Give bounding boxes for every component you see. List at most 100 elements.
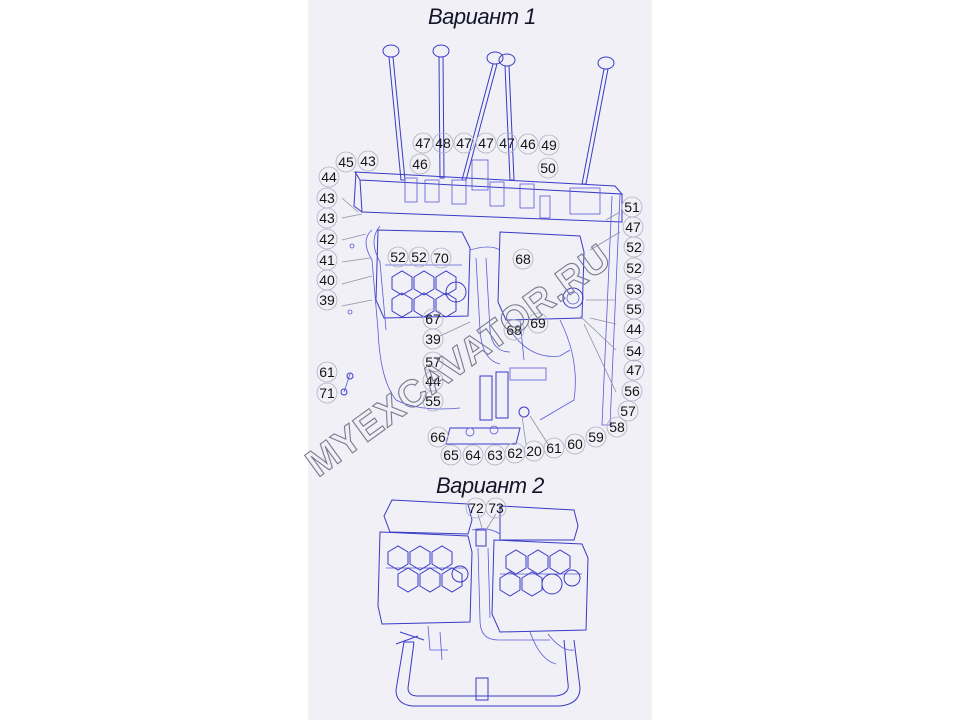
callout-c53: 72: [465, 497, 487, 519]
hex-ports-left: [391, 270, 457, 318]
callout-number: 46: [520, 136, 536, 152]
callout-circle: [422, 328, 444, 350]
callout-number: 63: [487, 447, 503, 463]
callout-circle: [316, 289, 338, 311]
callout-c4: 47: [475, 132, 497, 154]
callout-c42: 61: [316, 361, 338, 383]
callout-c6: 46: [517, 133, 539, 155]
callout-circle: [422, 390, 444, 412]
callout-number: 67: [425, 311, 441, 327]
callout-c18: 39: [316, 289, 338, 311]
callout-number: 65: [443, 447, 459, 463]
callout-c44: 66: [427, 426, 449, 448]
callout-c11: 43: [357, 150, 379, 172]
callout-circle: [485, 497, 507, 519]
callout-c17: 40: [316, 269, 338, 291]
callout-c34: 58: [606, 416, 628, 438]
callout-c49: 20: [523, 440, 545, 462]
callout-c7: 49: [538, 134, 560, 156]
callout-number: 50: [540, 160, 556, 176]
callout-circle: [621, 380, 643, 402]
hose-lines-v2: [395, 513, 581, 707]
callout-c39: 57: [422, 351, 444, 373]
callout-number: 68: [515, 251, 531, 267]
callout-c16: 41: [316, 249, 338, 271]
callout-circle: [623, 359, 645, 381]
callout-circle: [543, 437, 565, 459]
callout-number: 71: [319, 385, 335, 401]
callout-c2: 48: [432, 132, 454, 154]
callout-circle: [585, 426, 607, 448]
callout-c37: 68: [503, 319, 525, 341]
callout-number: 45: [338, 154, 354, 170]
callout-number: 61: [546, 440, 562, 456]
callout-circle: [538, 134, 560, 156]
variant-2-title: Вариант 2: [436, 473, 544, 498]
callout-c25: 52: [623, 236, 645, 258]
callout-circle: [496, 132, 518, 154]
callout-c54: 73: [485, 497, 507, 519]
callout-c27: 53: [623, 278, 645, 300]
callout-c15: 42: [316, 228, 338, 250]
callout-number: 57: [425, 354, 441, 370]
callout-number: 20: [526, 443, 542, 459]
callout-number: 56: [624, 383, 640, 399]
callout-c20: 52: [408, 246, 430, 268]
callout-c22: 68: [512, 248, 534, 270]
callout-c52: 59: [585, 426, 607, 448]
callout-number: 47: [626, 362, 642, 378]
callout-circle: [316, 361, 338, 383]
callout-c5: 47: [496, 132, 518, 154]
callout-circle: [462, 444, 484, 466]
left-valve-block: [375, 229, 471, 319]
callout-circle: [422, 351, 444, 373]
callout-number: 72: [468, 500, 484, 516]
callout-c10: 45: [335, 151, 357, 173]
callout-c28: 55: [623, 298, 645, 320]
callout-circle: [606, 416, 628, 438]
callout-c32: 56: [621, 380, 643, 402]
callout-c48: 62: [504, 442, 526, 464]
callout-c31: 47: [623, 359, 645, 381]
callout-circle: [623, 318, 645, 340]
lower-fittings: [340, 243, 547, 445]
callout-circle: [527, 312, 549, 334]
callout-number: 44: [321, 169, 337, 185]
callout-circle: [503, 319, 525, 341]
callout-c1: 47: [412, 132, 434, 154]
callout-number: 53: [626, 281, 642, 297]
callout-c24: 47: [622, 216, 644, 238]
callout-circle: [316, 382, 338, 404]
callout-c19: 52: [387, 246, 409, 268]
callout-circle: [318, 166, 340, 188]
callout-number: 47: [415, 135, 431, 151]
callout-circle: [475, 132, 497, 154]
callout-bubbles-variant-2: 72 73: [465, 497, 507, 519]
callout-number: 48: [435, 135, 451, 151]
callout-number: 39: [319, 292, 335, 308]
variant-1-title: Вариант 1: [428, 4, 536, 29]
callout-c41: 55: [422, 390, 444, 412]
callout-number: 49: [541, 137, 557, 153]
callout-c9: 50: [537, 157, 559, 179]
callout-bubbles-variant-1: 47 48 47 47 47 46 49 46 50 45 43 44 43 4…: [316, 132, 645, 466]
callout-number: 70: [433, 250, 449, 266]
callout-circle: [453, 132, 475, 154]
callout-circle: [427, 426, 449, 448]
callout-number: 60: [567, 436, 583, 452]
callout-circle: [523, 440, 545, 462]
callout-c26: 52: [623, 257, 645, 279]
callout-number: 52: [411, 249, 427, 265]
callout-c33: 57: [617, 400, 639, 422]
callout-circle: [409, 153, 431, 175]
callout-c51: 60: [564, 433, 586, 455]
callout-circle: [335, 151, 357, 173]
callout-circle: [623, 236, 645, 258]
callout-c13: 43: [316, 187, 338, 209]
callout-number: 42: [319, 231, 335, 247]
callout-number: 57: [620, 403, 636, 419]
callout-c46: 64: [462, 444, 484, 466]
callout-circle: [623, 340, 645, 362]
callout-number: 66: [430, 429, 446, 445]
